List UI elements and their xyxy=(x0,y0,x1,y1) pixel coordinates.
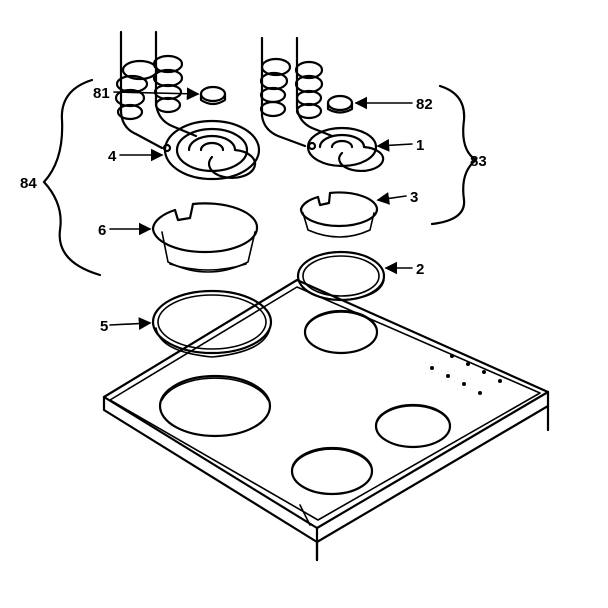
callout-84: 84 xyxy=(20,175,37,192)
callout-82: 82 xyxy=(416,96,433,113)
burner-openings xyxy=(158,309,452,496)
control-dots xyxy=(430,354,502,395)
cap-small-right xyxy=(326,94,354,114)
callout-4: 4 xyxy=(108,148,117,165)
opening-small-front-right xyxy=(290,446,374,496)
opening-small-rear-right xyxy=(374,403,452,449)
callout-1: 1 xyxy=(416,137,424,154)
opening-small-rear-left xyxy=(303,309,379,355)
opening-large-front-left xyxy=(158,374,272,438)
trim-ring-small xyxy=(296,250,386,302)
callout-3: 3 xyxy=(410,189,418,206)
brace-84 xyxy=(42,78,102,277)
trim-ring-large xyxy=(151,289,273,358)
surface-element-large xyxy=(114,30,261,181)
callout-5: 5 xyxy=(100,318,108,335)
cap-small-left xyxy=(199,85,227,106)
brace-83 xyxy=(430,84,478,226)
callout-2: 2 xyxy=(416,261,424,278)
surface-element-small xyxy=(259,36,385,172)
leader-arrows xyxy=(109,87,413,330)
drip-bowl-small xyxy=(299,191,379,238)
callout-81: 81 xyxy=(93,85,110,102)
drip-bowl-large xyxy=(151,202,259,273)
callout-6: 6 xyxy=(98,222,106,239)
cooktop-panel xyxy=(102,278,550,562)
callout-83: 83 xyxy=(470,153,487,170)
